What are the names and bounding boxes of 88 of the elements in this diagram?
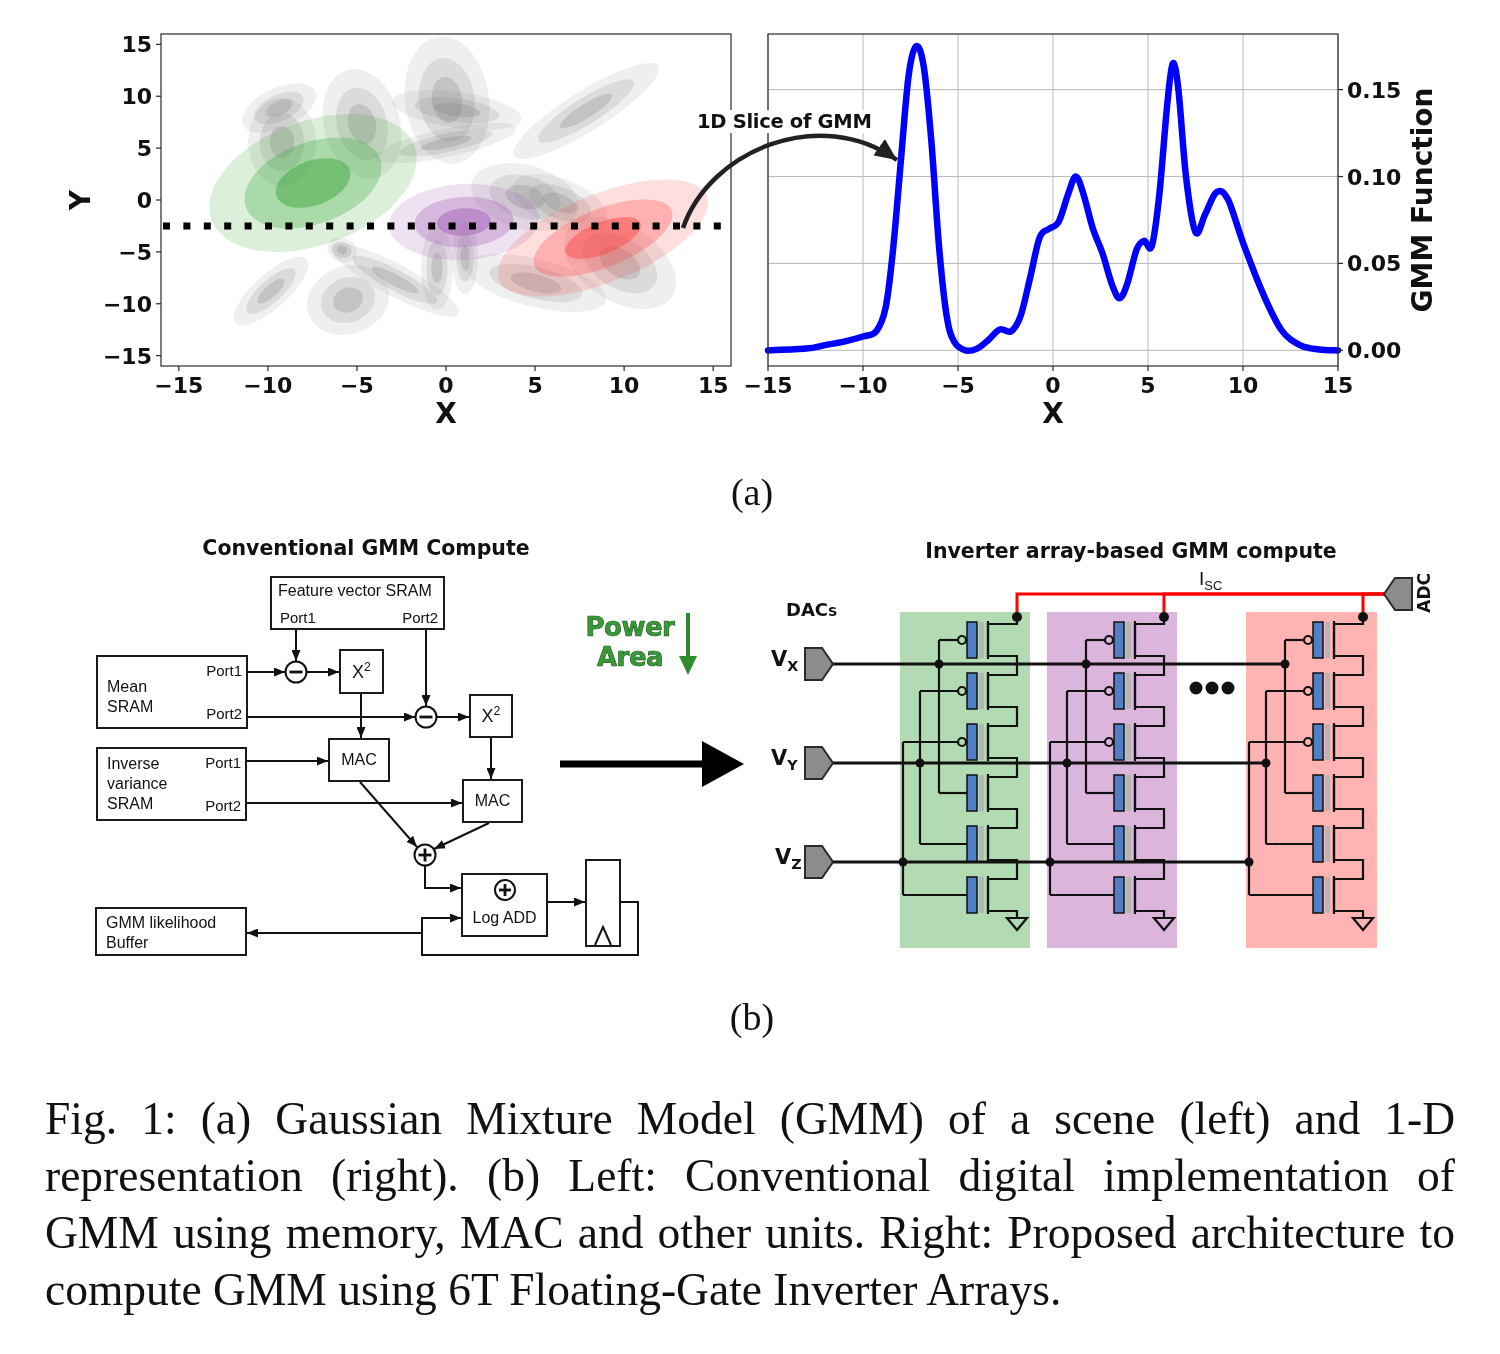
block-label: ADC [1414,573,1435,613]
square-function-block [469,694,513,738]
section-title: Inverter array-based GMM compute [925,539,1337,564]
arrow [247,712,416,722]
arrow [291,629,301,662]
minus-circle-icon [284,660,308,684]
connector-line [1030,860,1047,864]
square-function-block [339,649,384,694]
tick-label: 5 [136,136,152,162]
tick-label: −15 [743,373,793,398]
signal-label: V$_{Y}$ [771,746,798,772]
connector-line [1361,592,1384,612]
register-block [585,859,621,947]
tick-label: 0.10 [1347,164,1402,190]
tick-label: −10 [838,373,888,398]
mac-block [462,779,523,823]
block-label: Feature vector SRAM [278,581,432,601]
signal-label: V$_{X}$ [771,647,799,673]
arrow [356,693,366,739]
annotation-text: Power Area [584,612,676,672]
connector-line [1030,761,1047,765]
tick-label: 15 [1322,373,1354,398]
arrow [359,781,418,848]
tick-label: 10 [121,84,152,110]
connector-line [833,860,900,864]
port-label: Port2 [206,705,242,724]
memory-block [96,747,247,821]
tick-label: −5 [941,373,975,398]
arrow [421,629,431,707]
tick-label: 15 [121,32,152,58]
dac-symbol [804,746,834,780]
port-label: Port2 [402,609,438,628]
memory-block [270,576,445,630]
port-label: Port1 [206,662,242,681]
connector-line [1177,662,1246,666]
minus-circle-icon [414,705,438,729]
tick-label: 0.15 [1347,77,1402,103]
arrow [247,667,286,677]
connector-line [1177,761,1246,765]
block-label: MAC [474,791,511,811]
plus-circle-icon [413,843,437,867]
arrow [433,822,490,850]
tick-label: 5 [1140,373,1156,398]
arrow [246,798,463,808]
tick-label: 10 [1227,373,1259,398]
tick-label: 0.05 [1347,251,1402,277]
panel-label: (a) [730,470,774,515]
connector-line [1177,860,1246,864]
connector-line [833,662,900,666]
block-label: X$^{2}$ [481,704,501,728]
figure-caption: Fig. 1: (a) Gaussian Mixture Model (GMM) of a scene (left) and 1-D representation (right). (b) Left: Conventional digital implementation of GMM using memory, MAC and other units. Right: Proposed architecture to compute GMM using 6T Floating-Gate Inverter Arrays. [45,1092,1455,1317]
block-label: X$^{2}$ [352,660,371,683]
tick-label: 15 [697,373,729,398]
buffer-block [95,907,247,956]
dac-symbol [804,845,834,879]
adc-symbol [1383,577,1413,611]
arrow [486,737,496,780]
block-label: Inverse variance SRAM [107,754,169,814]
connector-line [1030,662,1047,666]
section-title: Conventional GMM Compute [202,536,530,561]
curved-arrow [680,133,899,229]
arrow [246,901,639,956]
block-label: Mean SRAM [107,677,155,717]
log-add-block [461,873,548,937]
tick-label: 10 [608,373,640,398]
memory-block [96,655,248,729]
tick-label: 0 [1045,373,1061,398]
group-label: DACs [786,599,838,621]
axis-title: GMM Function [1406,87,1439,313]
port-label: Port1 [280,609,316,628]
tick-label: 5 [527,373,543,398]
signal-label: V$_{Z}$ [775,845,802,871]
port-label: Port1 [205,754,241,773]
connector-line [833,761,900,765]
panel-label: (b) [729,995,775,1040]
axis-title: X [1042,397,1064,430]
arrow [424,865,462,893]
arrow [306,667,340,677]
block-label: GMM likelihood Buffer [106,913,218,953]
dac-symbol [804,647,834,681]
tick-label: 0.00 [1347,338,1402,364]
arrow [547,897,586,907]
arrow [246,756,329,766]
port-label: Port2 [205,797,241,816]
block-label: Log ADD [472,908,537,928]
mac-block [328,738,390,782]
block-label: MAC [341,750,377,770]
arrow [436,712,470,722]
